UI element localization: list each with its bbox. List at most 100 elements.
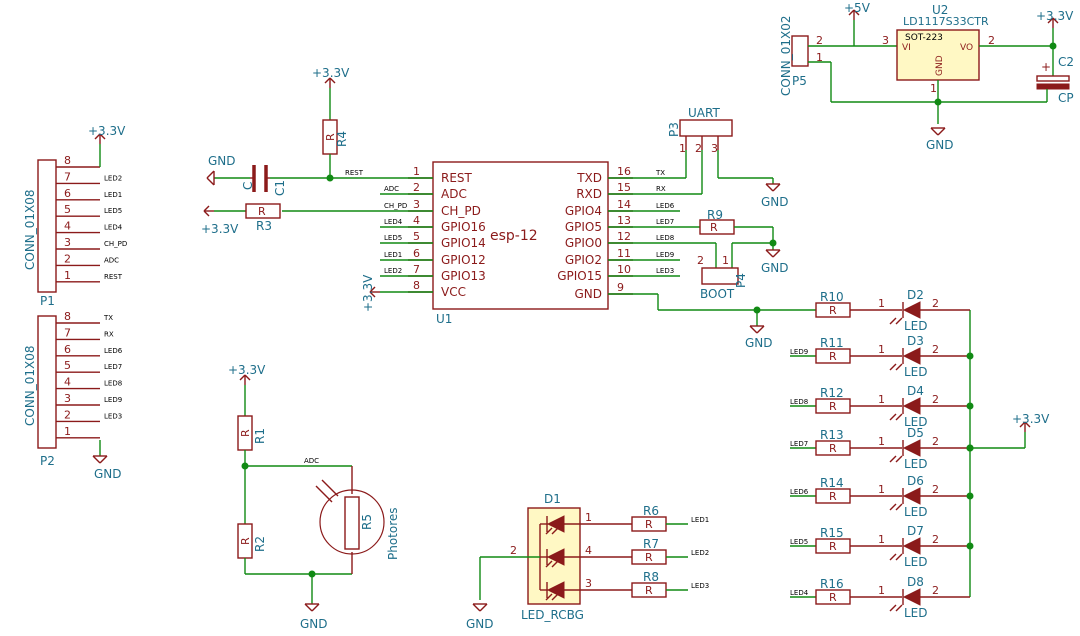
u1-pin-num: 7 bbox=[413, 263, 420, 276]
resistor-ref: R14 bbox=[820, 476, 844, 490]
header-pin-num: 3 bbox=[64, 392, 71, 405]
diode-value: LED bbox=[904, 365, 928, 379]
led-pin-a: 1 bbox=[878, 297, 885, 310]
svg-text:2: 2 bbox=[695, 142, 702, 155]
gnd-label-d1: GND bbox=[466, 617, 494, 631]
header-pin-num: 3 bbox=[64, 236, 71, 249]
d1-pin-num: 1 bbox=[585, 511, 592, 524]
diode-value: LED bbox=[904, 505, 928, 519]
p2-ref: P2 bbox=[40, 454, 55, 468]
net-label: LED7 bbox=[656, 218, 674, 226]
svg-text:1: 1 bbox=[816, 51, 823, 64]
u1-pin-name: GND bbox=[574, 287, 602, 301]
svg-text:1: 1 bbox=[722, 254, 729, 267]
c2-capacitor-plate-pos bbox=[1036, 75, 1070, 82]
resistor-ref: R16 bbox=[820, 577, 844, 591]
p1-power-label: +3.3V bbox=[88, 124, 126, 138]
net-label: REST bbox=[104, 273, 123, 281]
led-diode bbox=[902, 487, 921, 505]
p3-uart-header: UART P3 1 2 3 bbox=[667, 106, 733, 155]
net-label: CH_PD bbox=[384, 202, 407, 210]
net-label: CH_PD bbox=[104, 240, 127, 248]
net-label: LED2 bbox=[104, 174, 122, 182]
svg-text:GND: GND bbox=[935, 55, 945, 76]
led-pin-a: 1 bbox=[878, 435, 885, 448]
net-label: LED2 bbox=[384, 267, 402, 275]
p1-ref: P1 bbox=[40, 294, 55, 308]
u1-ref: U1 bbox=[436, 312, 452, 326]
diode-value: LED bbox=[904, 606, 928, 620]
r5-value: Photores bbox=[386, 507, 400, 560]
u1-pin-num: 8 bbox=[413, 279, 420, 292]
resistor-letter: R bbox=[829, 490, 837, 503]
net-label: LED8 bbox=[656, 234, 674, 242]
diode-ref: D3 bbox=[907, 334, 924, 348]
net-label: LED6 bbox=[790, 488, 809, 496]
u2-input-power-label: +5V bbox=[844, 1, 871, 15]
net-label: LED7 bbox=[104, 363, 122, 371]
net-label: LED5 bbox=[790, 538, 808, 546]
svg-text:2: 2 bbox=[816, 34, 823, 47]
header-pin-num: 6 bbox=[64, 187, 71, 200]
net-label: LED6 bbox=[104, 347, 123, 355]
resistor-letter: R bbox=[829, 442, 837, 455]
header-pin-num: 2 bbox=[64, 252, 71, 265]
svg-text:R: R bbox=[239, 429, 252, 437]
gnd-label-divider: GND bbox=[300, 617, 328, 631]
net-label: LED8 bbox=[104, 380, 122, 388]
header-pin-num: 1 bbox=[64, 425, 71, 438]
diode-ref: D5 bbox=[907, 426, 924, 440]
led-diode bbox=[902, 588, 921, 606]
gnd-label-c1: GND bbox=[208, 154, 236, 168]
resistor-ref: R11 bbox=[820, 336, 844, 350]
svg-text:R: R bbox=[258, 205, 266, 218]
u1-pin-num: 11 bbox=[617, 247, 631, 260]
p5-connector: CONN_01X02 P5 2 1 bbox=[779, 15, 823, 96]
header-pin-num: 5 bbox=[64, 359, 71, 372]
r3-resistor bbox=[245, 203, 281, 219]
u1-pin-name: GPIO4 bbox=[565, 204, 602, 218]
net-label: LED3 bbox=[691, 582, 709, 590]
net-label: TX bbox=[103, 314, 113, 322]
header-pin-num: 8 bbox=[64, 154, 71, 167]
u1-pin-name: REST bbox=[441, 171, 473, 185]
led-pin-k: 2 bbox=[932, 393, 939, 406]
d1-ref: D1 bbox=[544, 492, 561, 506]
u1-pin-num: 12 bbox=[617, 230, 631, 243]
c1-value: C bbox=[241, 182, 255, 190]
p3-ref: P3 bbox=[667, 122, 681, 137]
resistor-letter: R bbox=[645, 551, 653, 564]
gnd-label-p2: GND bbox=[94, 467, 122, 481]
u1-pin-name: ADC bbox=[441, 187, 467, 201]
photoresistor-body bbox=[319, 489, 385, 555]
led-diode bbox=[902, 301, 921, 319]
led-pin-k: 2 bbox=[932, 343, 939, 356]
led-pin-k: 2 bbox=[932, 483, 939, 496]
p5-value: CONN_01X02 bbox=[779, 15, 793, 96]
resistor-ref: R12 bbox=[820, 386, 844, 400]
svg-text:3: 3 bbox=[711, 142, 718, 155]
led-diode bbox=[902, 397, 921, 415]
header-pin-num: 4 bbox=[64, 376, 71, 389]
u1-pin-num: 10 bbox=[617, 263, 631, 276]
svg-text:2: 2 bbox=[510, 544, 517, 557]
u2-regulator: SOT-223 VI VO GND LD1117S33CTR U2 3 2 1 bbox=[882, 3, 995, 95]
net-label: LED6 bbox=[656, 202, 675, 210]
r5-photoresistor bbox=[344, 496, 360, 550]
u2-value: LD1117S33CTR bbox=[903, 15, 989, 28]
net-label: LED2 bbox=[691, 549, 709, 557]
diode-value: LED bbox=[904, 415, 928, 429]
u1-pin-num: 9 bbox=[617, 281, 624, 294]
u1-pin-num: 15 bbox=[617, 181, 631, 194]
diode-ref: D7 bbox=[907, 524, 924, 538]
r2-ref: R2 bbox=[253, 536, 267, 552]
u1-pin-num: 4 bbox=[413, 214, 420, 227]
net-label: LED9 bbox=[790, 348, 808, 356]
d1-pin-num: 3 bbox=[585, 577, 592, 590]
u1-pin-num: 13 bbox=[617, 214, 631, 227]
net-label: LED5 bbox=[384, 234, 402, 242]
